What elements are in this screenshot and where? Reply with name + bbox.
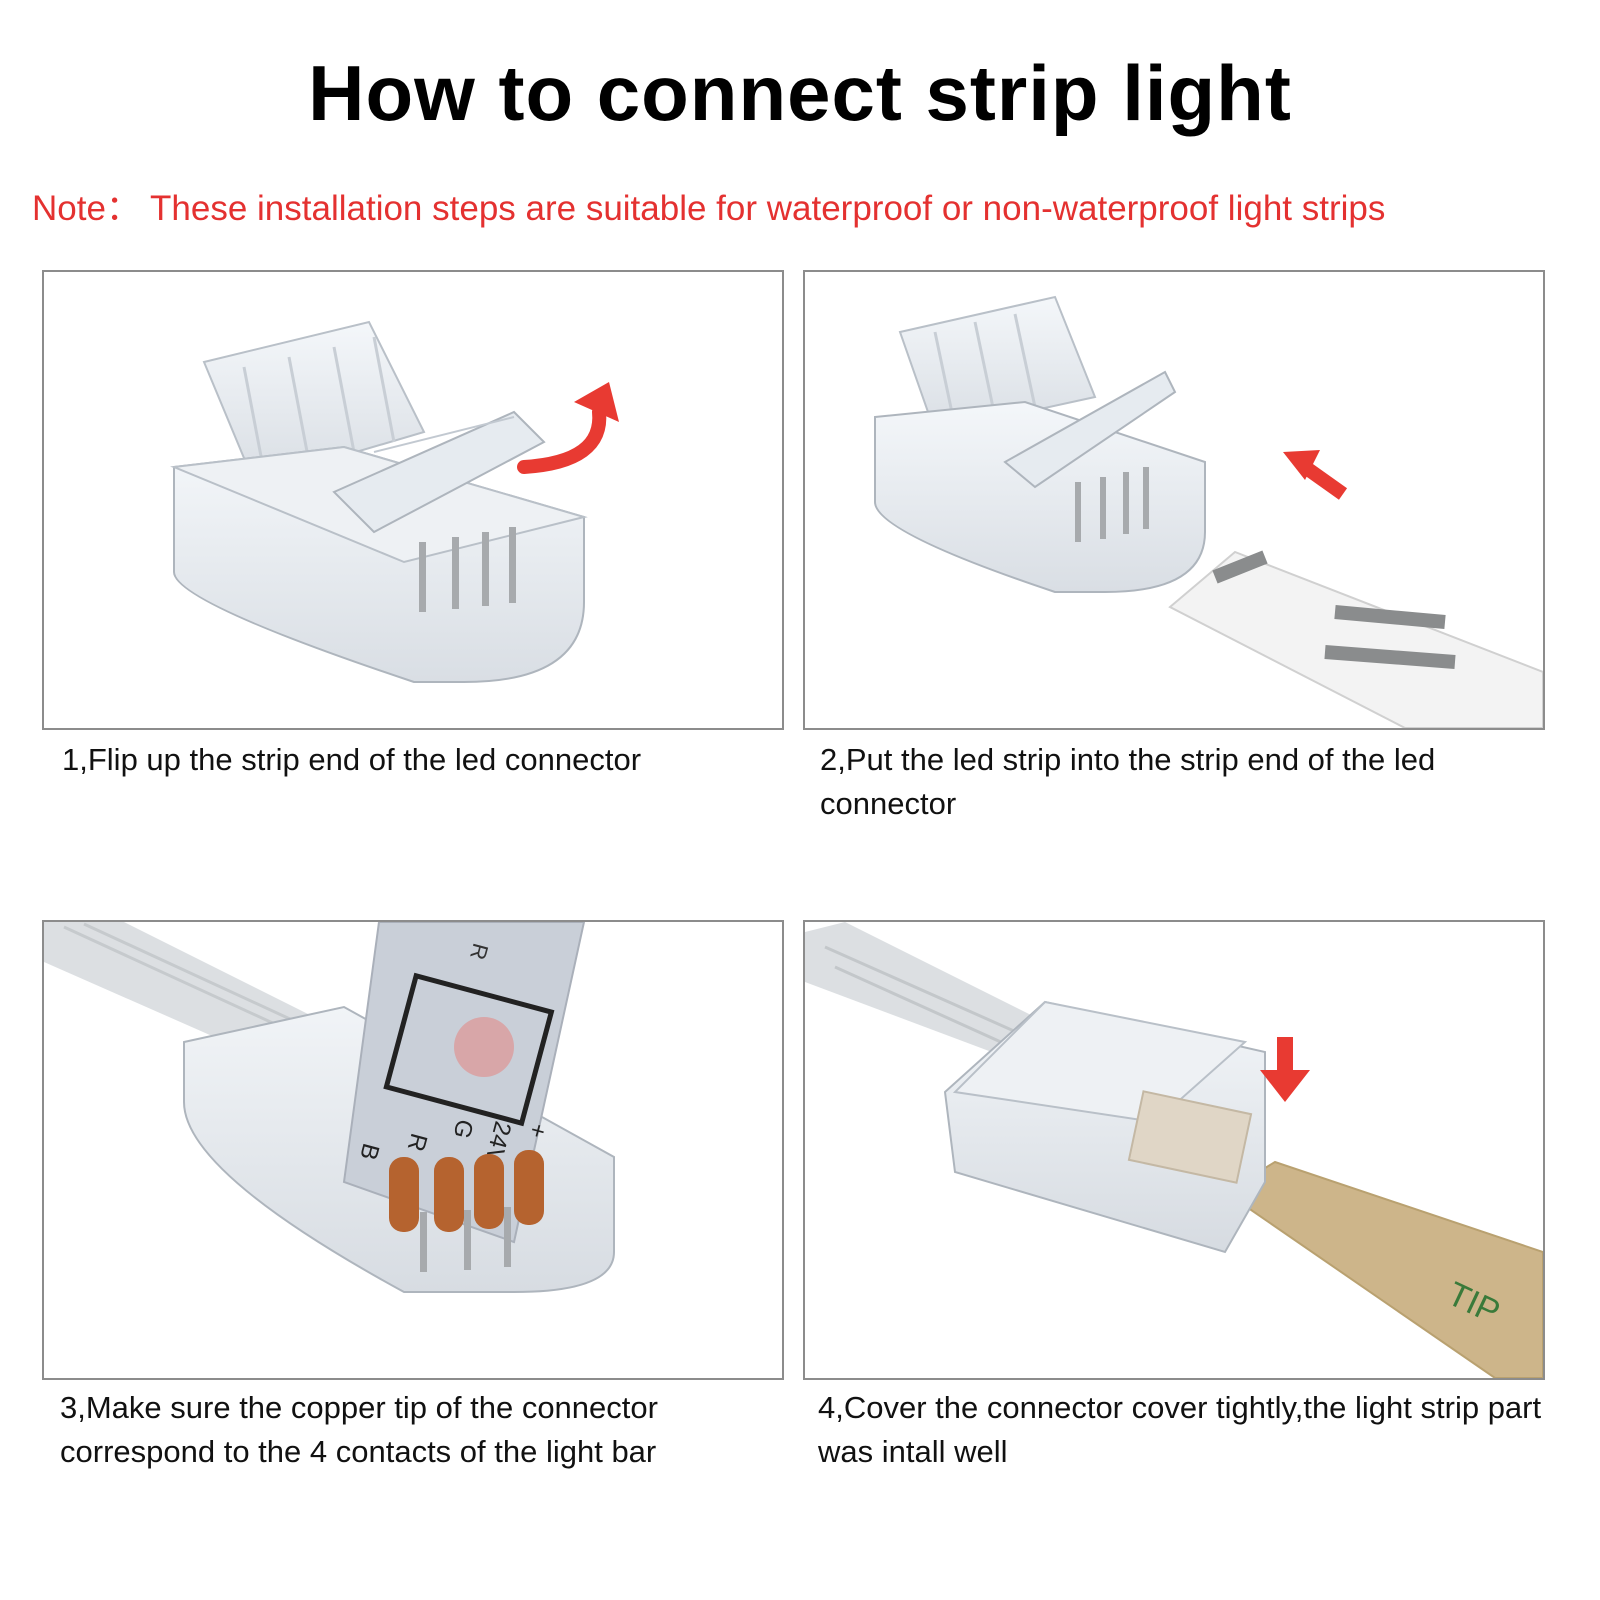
step-1-caption: 1,Flip up the strip end of the led conne… [62, 742, 642, 777]
strip-label-b: B [354, 1140, 384, 1162]
step-3-caption: 3,Make sure the copper tip of the connec… [60, 1390, 658, 1469]
curved-arrow-icon [517, 382, 619, 474]
arrow-up-left-icon [1283, 450, 1348, 500]
step-4-caption: 4,Cover the connector cover tightly,the … [818, 1390, 1542, 1469]
strip-label-r: R [402, 1130, 433, 1154]
page-title: How to connect strip light [308, 49, 1292, 137]
step-3-image: R + 24V G R B [42, 920, 784, 1380]
note-text: Note： These installation steps are suita… [32, 189, 1386, 228]
arrow-down-icon [1260, 1037, 1310, 1102]
step-2-caption: 2,Put the led strip into the strip end o… [820, 742, 1436, 821]
strip-label-r-top: R [465, 941, 493, 963]
step-2-image [803, 270, 1545, 730]
step-1-image [42, 270, 784, 730]
strip-label-plus: + [523, 1120, 553, 1141]
step-4-image: TIP [803, 920, 1545, 1380]
